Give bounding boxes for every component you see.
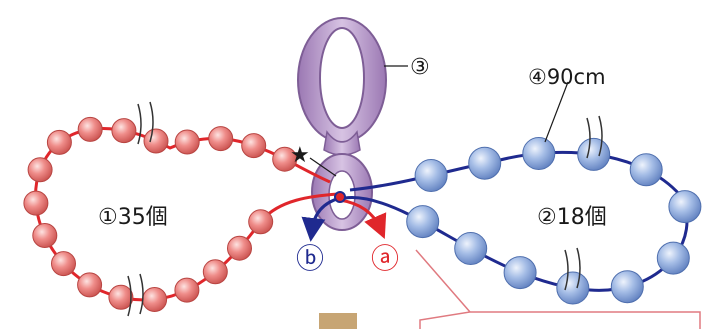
bead	[406, 205, 440, 239]
callout-frame	[415, 249, 701, 329]
thread-length-label: ④90cm	[528, 65, 606, 89]
bead	[522, 137, 556, 170]
break-mark-top-right	[586, 115, 603, 159]
bead	[27, 157, 53, 183]
large-ring	[297, 17, 387, 143]
bead	[227, 235, 252, 261]
end-b-label: ⓑ	[296, 242, 324, 275]
break-mark-bottom-left	[127, 273, 144, 317]
bead	[142, 287, 168, 312]
knot-point	[334, 191, 346, 203]
bead	[668, 190, 702, 224]
bead	[111, 118, 137, 144]
left-loop-label: ①35個	[98, 205, 168, 230]
bead	[468, 146, 502, 180]
bead	[23, 190, 49, 216]
blue-beads	[406, 137, 702, 305]
bead	[556, 271, 590, 305]
thread-leader-line	[544, 81, 569, 143]
bead	[577, 137, 611, 171]
bead	[174, 277, 200, 303]
star-marker: ★	[290, 143, 310, 168]
bead	[32, 223, 58, 248]
ring-label: ③	[410, 55, 430, 80]
right-loop-label: ②18個	[537, 205, 607, 230]
right-blue-loop	[344, 115, 702, 305]
bead	[248, 209, 274, 235]
end-a-label: ⓐ	[371, 242, 399, 275]
bead	[241, 133, 267, 159]
break-mark-bottom-right	[564, 247, 581, 291]
red-beads	[23, 116, 298, 312]
bead	[454, 232, 488, 265]
bead	[77, 116, 103, 142]
bead	[77, 272, 103, 298]
bead	[108, 284, 134, 310]
bead	[208, 126, 234, 152]
connector-ring	[311, 130, 373, 231]
bead	[503, 256, 537, 290]
star-leader-line	[309, 157, 337, 177]
left-red-loop	[23, 101, 339, 317]
bottom-tab	[319, 313, 357, 329]
bead	[272, 146, 298, 172]
bead	[174, 129, 200, 155]
bead	[143, 128, 169, 154]
break-mark-top-left	[137, 101, 154, 145]
thread-end-a-arrow	[339, 198, 387, 240]
bead	[629, 153, 663, 187]
bead	[51, 251, 76, 277]
bead	[610, 270, 644, 304]
bead	[202, 259, 228, 285]
bead	[414, 159, 448, 192]
bead	[46, 129, 72, 155]
bead	[656, 241, 690, 275]
